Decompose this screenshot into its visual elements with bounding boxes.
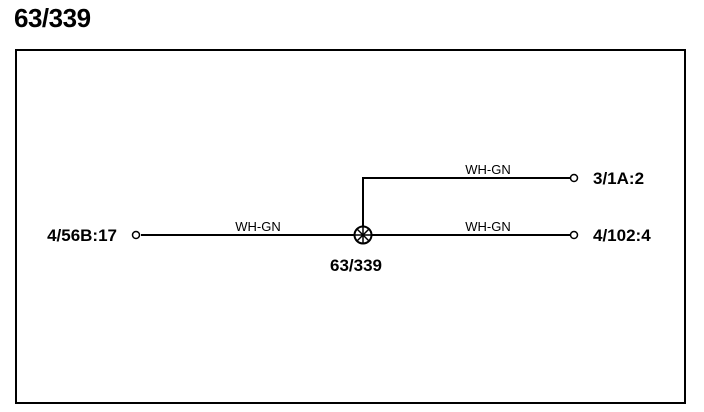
wire-label-upper-right: WH-GN [465,162,511,177]
splice-icon[interactable] [353,225,373,245]
wire-label-left: WH-GN [235,219,281,234]
diagram-frame [15,49,686,404]
terminal-right-lower-connector[interactable] [569,230,579,240]
terminal-label-left: 4/56B:17 [47,226,117,245]
terminal-label-right-upper: 3/1A:2 [593,169,644,188]
terminal-right-upper-connector[interactable] [569,173,579,183]
wire-label-lower-right: WH-GN [465,219,511,234]
page-title: 63/339 [14,3,91,33]
terminal-label-right-lower: 4/102:4 [593,226,651,245]
terminal-left-connector[interactable] [131,230,141,240]
splice-label: 63/339 [330,256,382,275]
wire-upper-right[interactable] [362,177,570,227]
